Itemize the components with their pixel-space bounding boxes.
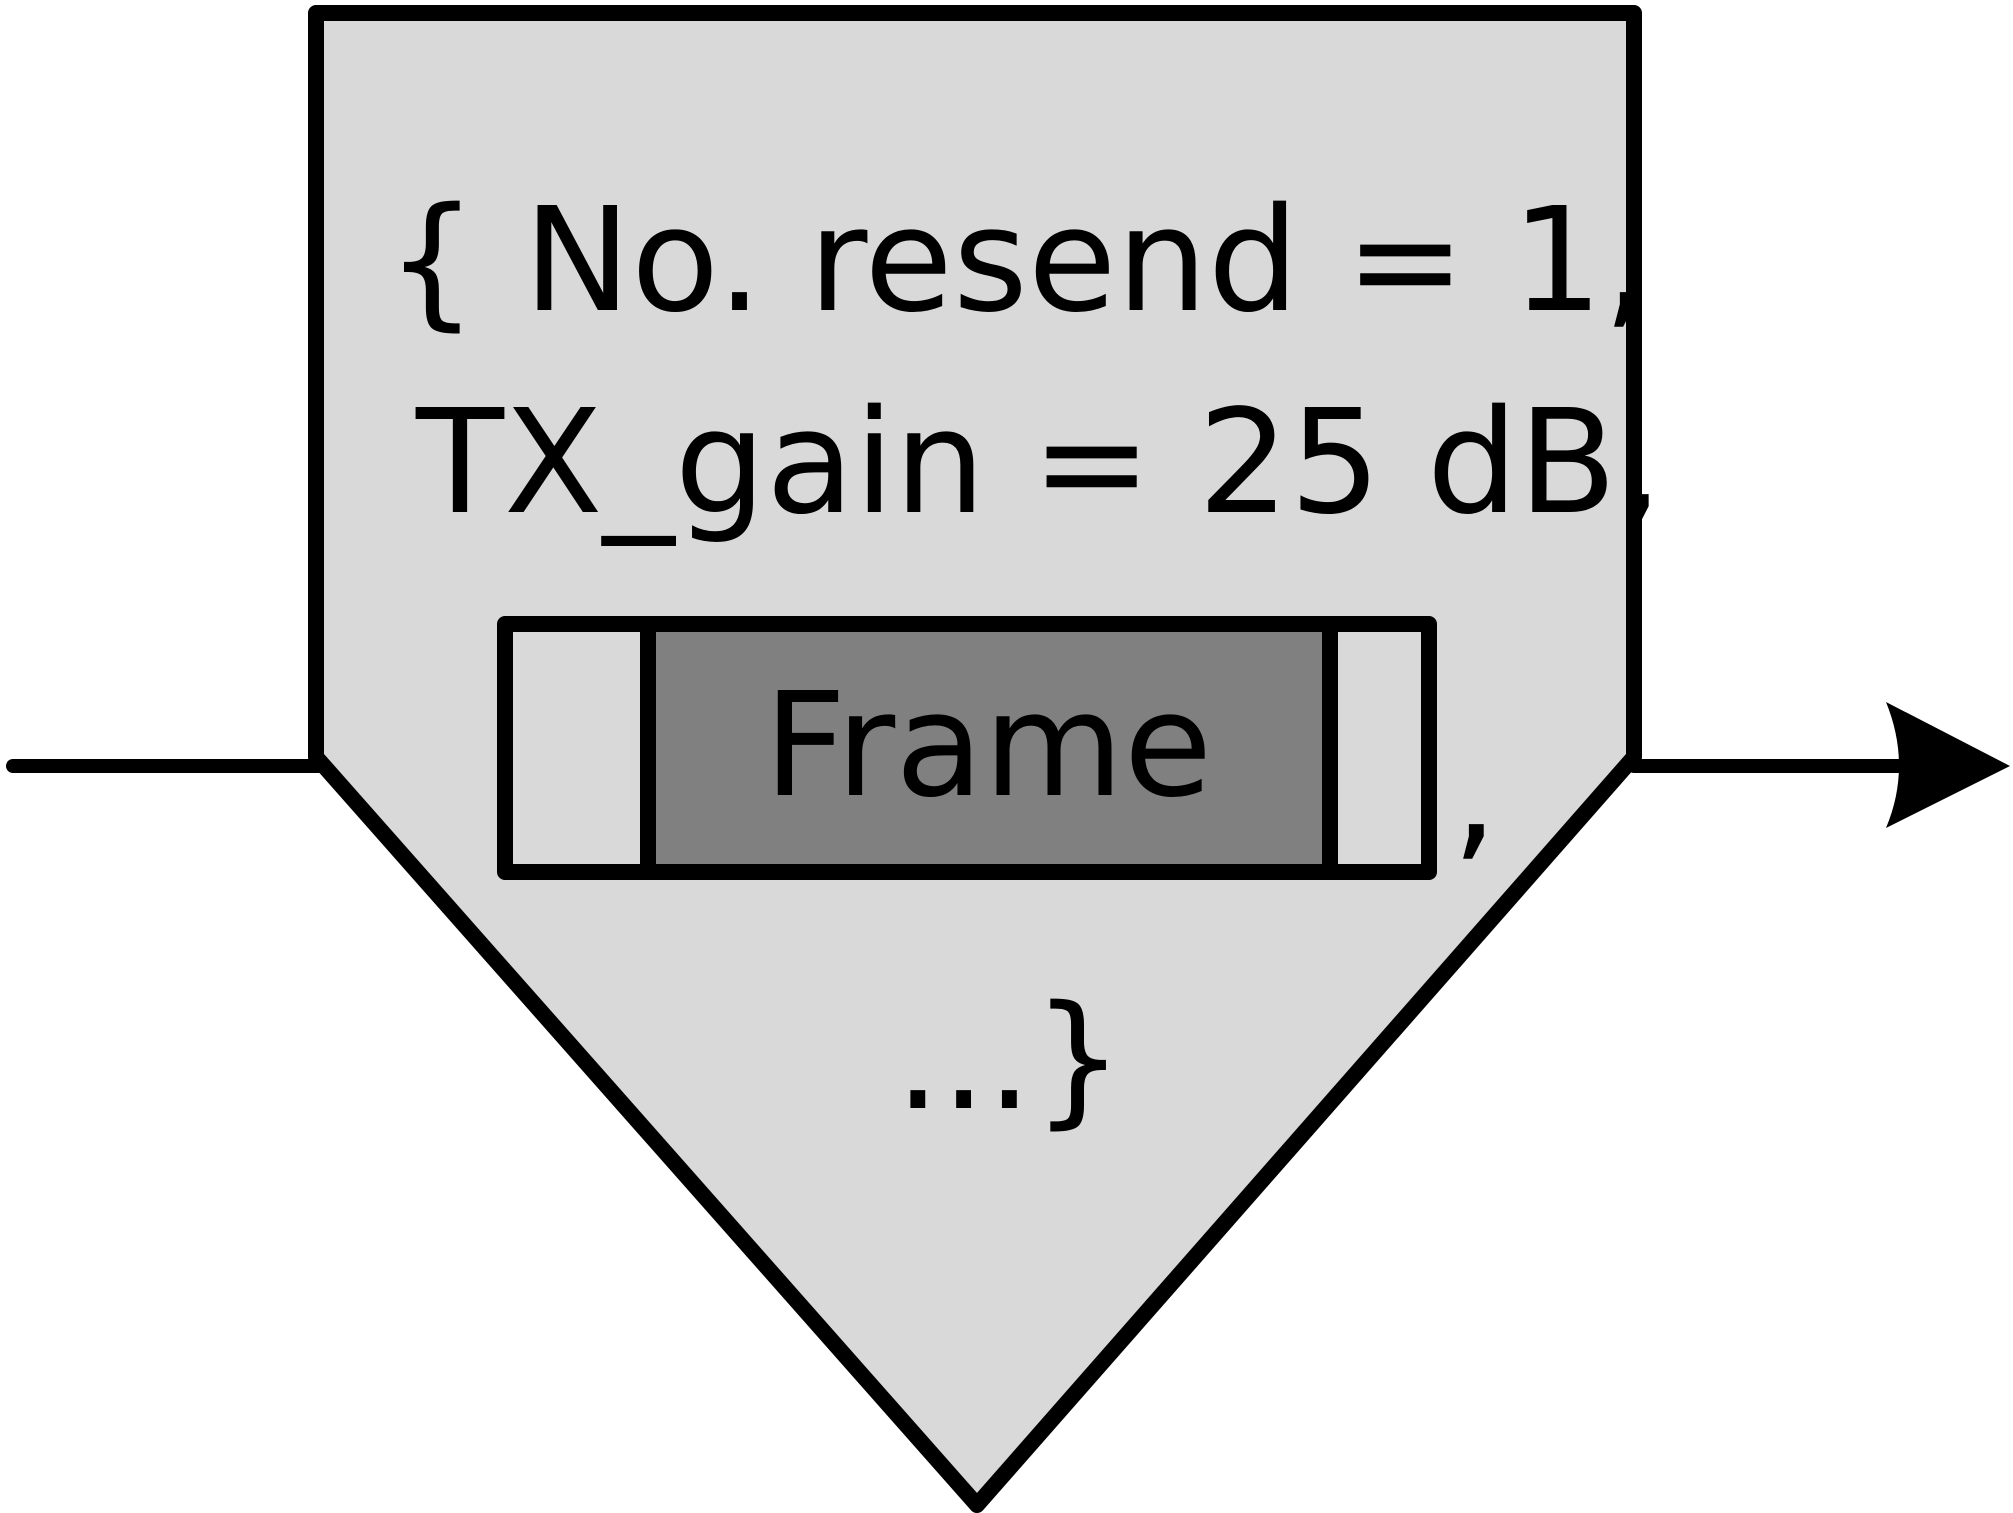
closing-ellipsis-brace: ...}	[895, 974, 1124, 1142]
frame-payload	[640, 616, 1338, 880]
output-arrowhead	[1886, 702, 2010, 828]
frame-comma: ,	[1452, 708, 1498, 876]
text-line-tx-gain: TX_gain = 25 dB,	[415, 378, 1663, 546]
text-line-no-resend: { No. resend = 1,	[386, 176, 1649, 344]
frame-label: Frame	[764, 661, 1213, 829]
